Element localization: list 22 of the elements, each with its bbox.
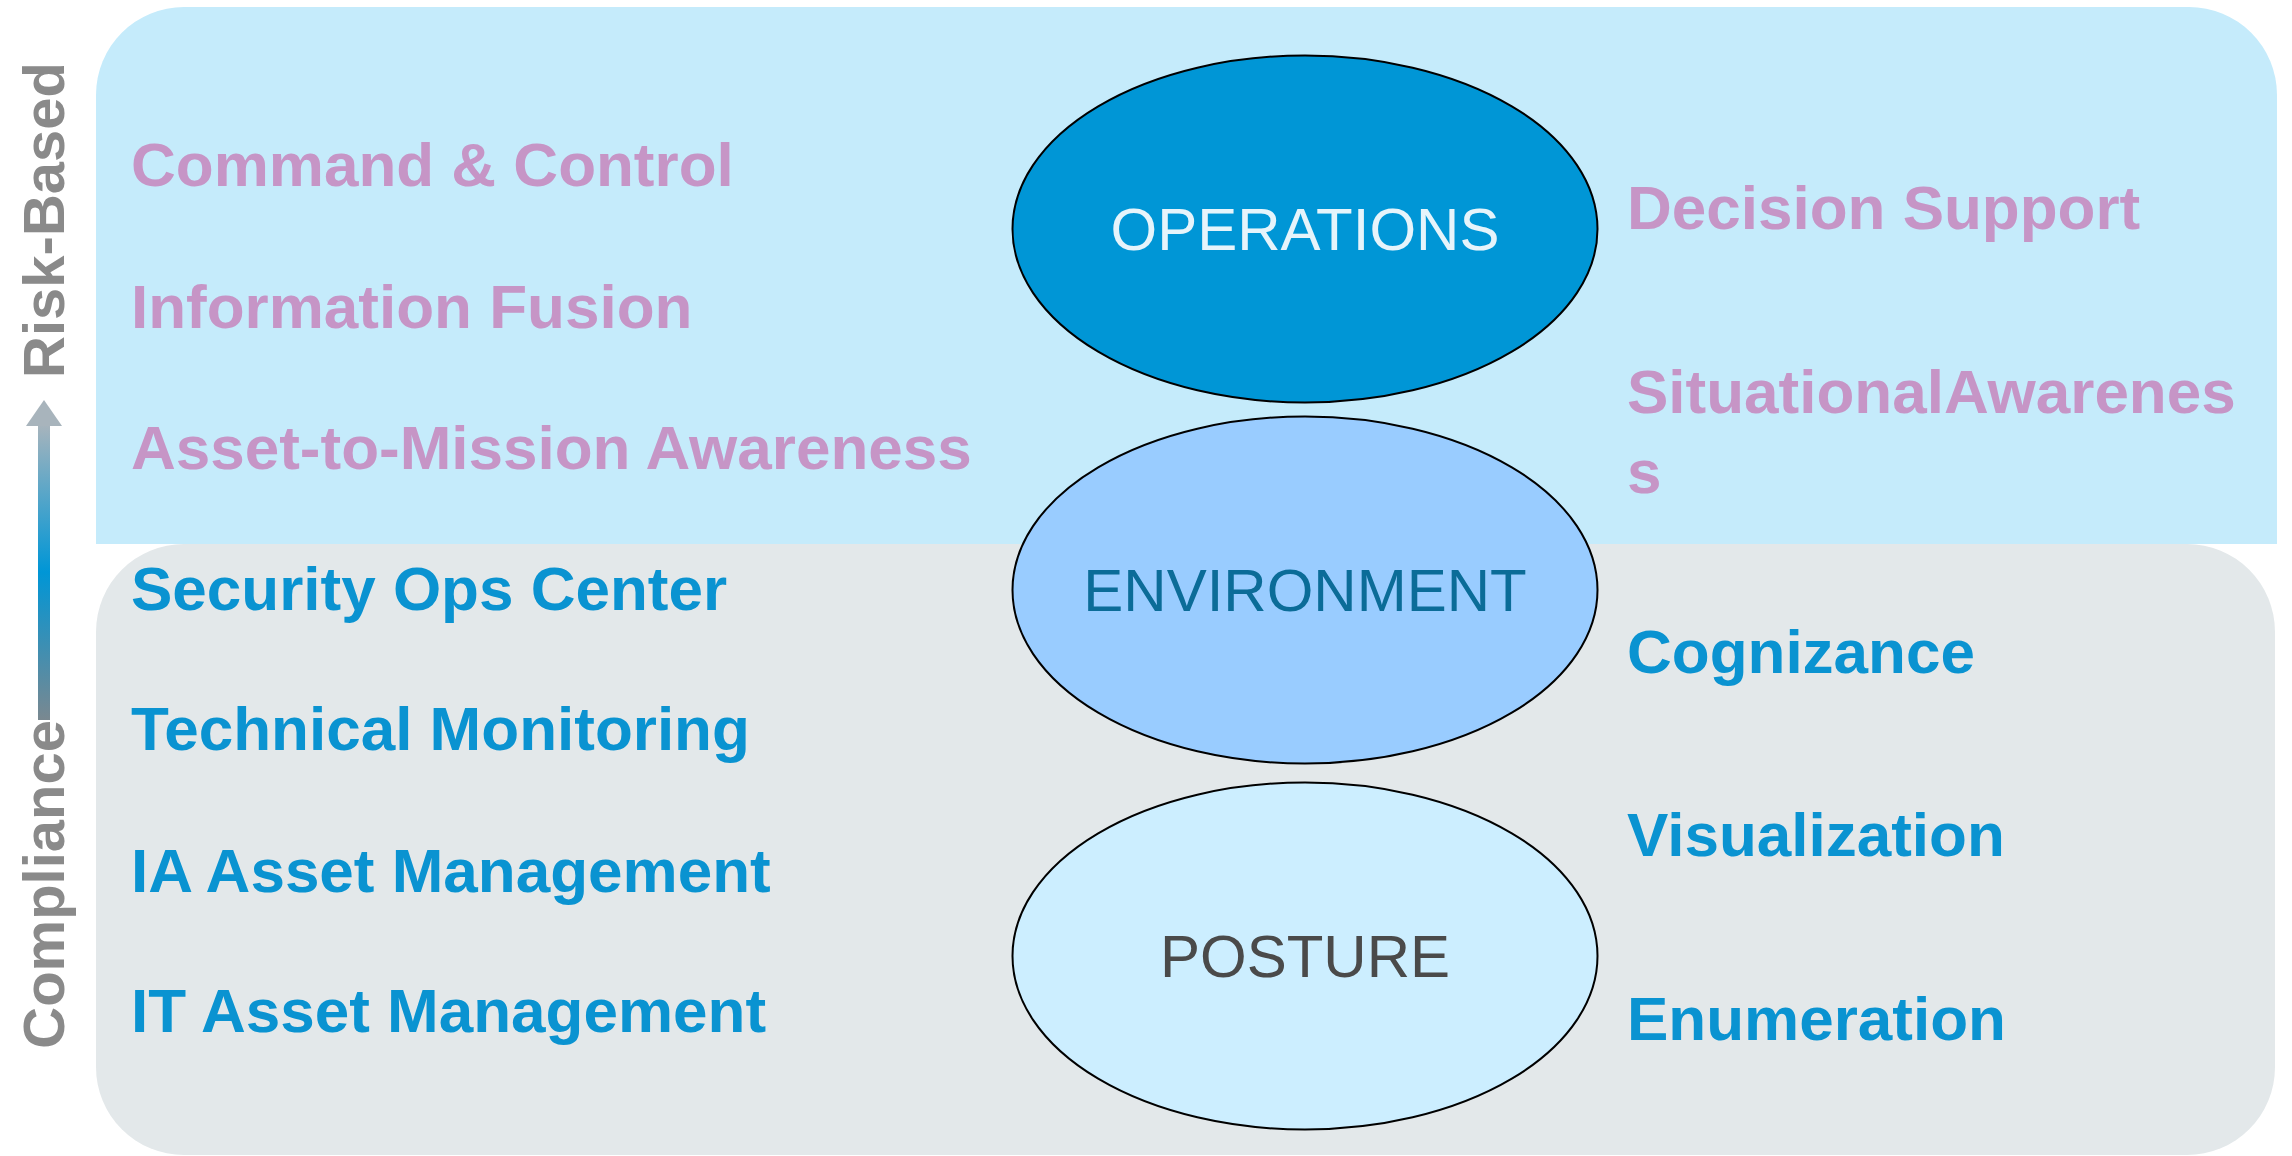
layer-ellipse — [1011, 781, 1599, 1131]
capability-label: Cognizance — [1627, 616, 1975, 688]
layer-band — [96, 7, 2277, 544]
axis-label: Risk-Based — [13, 62, 75, 378]
layer-ellipse — [1011, 54, 1599, 404]
capability-label: Visualization — [1627, 799, 2005, 871]
capability-label: Enumeration — [1627, 983, 2006, 1055]
layer-title: OPERATIONS — [1109, 194, 1501, 264]
layer-band — [96, 544, 2275, 1155]
capability-label: Decision Support — [1627, 172, 2141, 244]
capability-label: Information Fusion — [131, 271, 693, 343]
layer-title: POSTURE — [1158, 921, 1451, 991]
capability-label: Technical Monitoring — [131, 693, 750, 765]
layer-title: ENVIRONMENT — [1082, 555, 1528, 625]
capability-label: Asset-to-Mission Awareness — [131, 412, 972, 484]
capability-label: Command & Control — [131, 129, 734, 201]
capability-label: IA Asset Management — [131, 835, 771, 907]
capability-label: IT Asset Management — [131, 975, 767, 1047]
capability-label: SituationalAwareness — [1627, 356, 2237, 508]
axis-label: Compliance — [13, 720, 75, 1049]
layer-ellipse — [1011, 415, 1599, 765]
capability-label: Security Ops Center — [131, 553, 728, 625]
